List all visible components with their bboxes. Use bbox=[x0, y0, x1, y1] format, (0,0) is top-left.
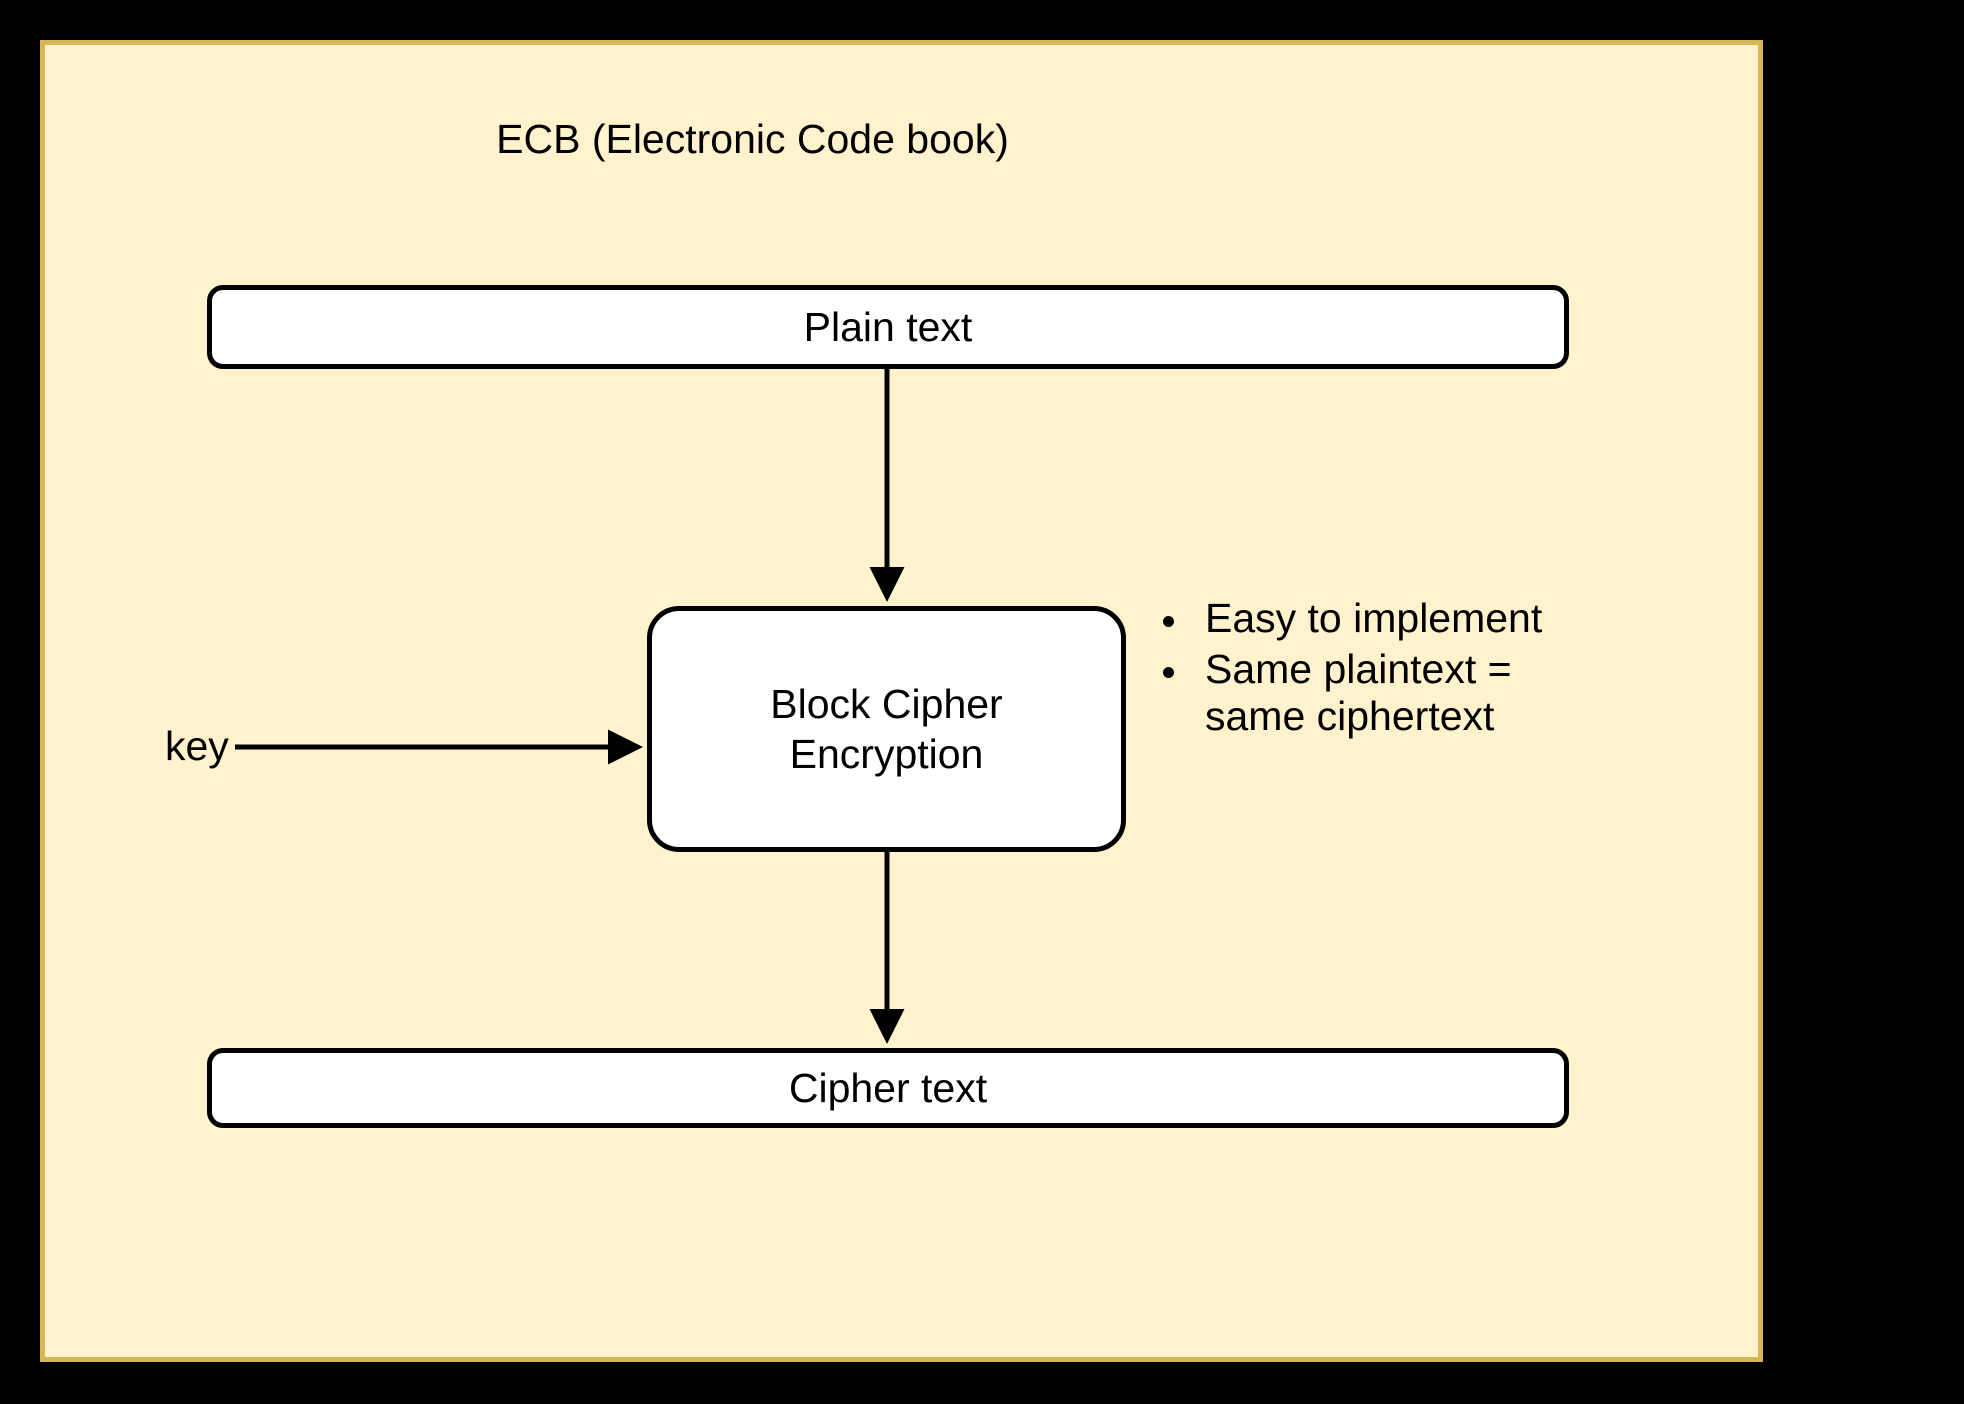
node-plain-text-label: Plain text bbox=[803, 303, 973, 350]
list-item: Easy to implement bbox=[1155, 595, 1605, 642]
page-title: ECB (Electronic Code book) bbox=[496, 116, 1009, 162]
node-block-cipher-line-2: Encryption bbox=[789, 731, 984, 777]
node-cipher-text-label: Cipher text bbox=[788, 1064, 988, 1111]
list-item-label: Easy to implement bbox=[1205, 595, 1543, 641]
notes-bullet-list: Easy to implement Same plaintext = same … bbox=[1155, 595, 1605, 744]
node-key-label: key bbox=[165, 723, 229, 769]
list-item-label: Same plaintext = same ciphertext bbox=[1205, 646, 1512, 740]
node-cipher-text[interactable]: Cipher text bbox=[207, 1048, 1569, 1128]
node-block-cipher-encryption[interactable]: Block Cipher Encryption bbox=[647, 606, 1126, 852]
bullet-dot-icon bbox=[1163, 667, 1174, 679]
bullet-dot-icon bbox=[1163, 616, 1174, 628]
node-plain-text[interactable]: Plain text bbox=[207, 285, 1569, 369]
node-block-cipher-line-1: Block Cipher bbox=[770, 680, 1003, 727]
list-item: Same plaintext = same ciphertext bbox=[1155, 646, 1605, 740]
ecb-diagram-panel: ECB (Electronic Code book) Plain text ke… bbox=[40, 40, 1763, 1362]
